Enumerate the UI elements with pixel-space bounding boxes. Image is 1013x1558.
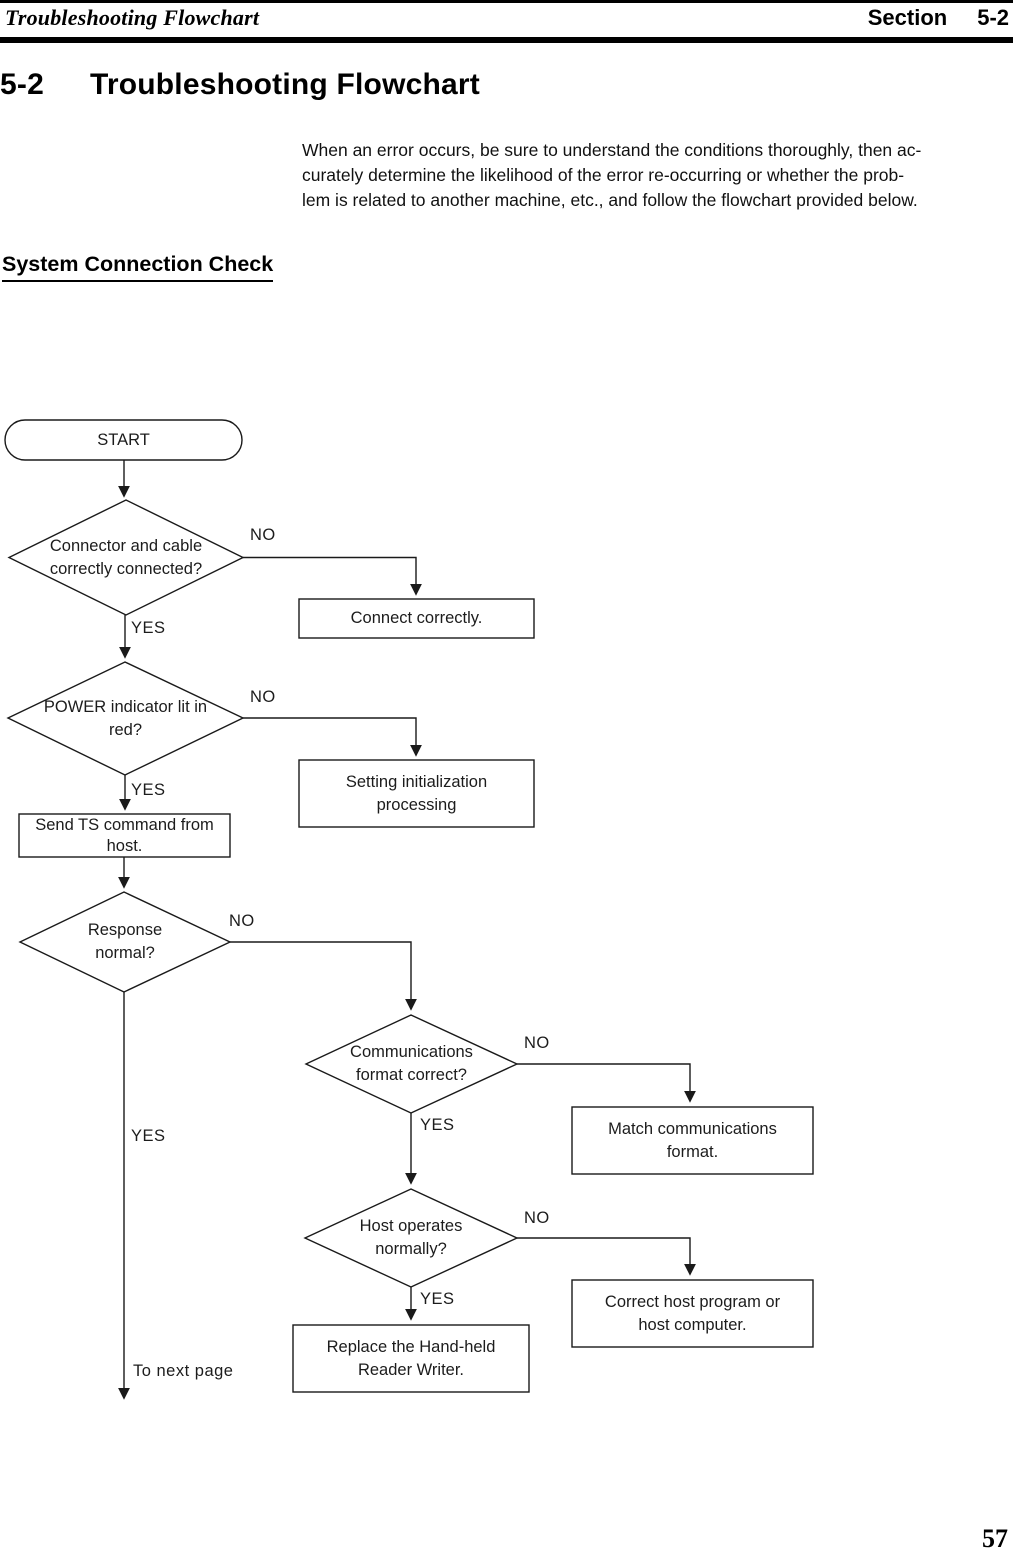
- branch-label-no-5: NO: [524, 1209, 550, 1227]
- decision-comm-line-1: Communications: [350, 1043, 473, 1061]
- flowchart-shapes: [4, 419, 814, 1400]
- decision-host-line-1: Host operates: [359, 1217, 463, 1235]
- running-header-section: Section 5-2: [868, 5, 1009, 31]
- branch-label-yes-5: YES: [420, 1290, 455, 1308]
- decision-power-line-1: POWER indicator lit in: [43, 697, 208, 716]
- page-title-text: Troubleshooting Flowchart: [89, 68, 480, 101]
- connector-d1-no-to-connect: [243, 556, 422, 596]
- section-label: Section: [867, 5, 948, 30]
- decision-power-line-2: red?: [108, 720, 143, 739]
- process-replace-line-2: Reader Writer.: [357, 1360, 465, 1379]
- process-match-line-1: Match communications: [608, 1119, 777, 1138]
- decision-connector-line-1: Connector and cable: [49, 536, 203, 555]
- page-number: 57: [982, 1524, 1008, 1553]
- connector-d5-no-to-correct-host: [517, 1237, 696, 1276]
- page-title: 5-2 Troubleshooting Flowchart: [0, 68, 480, 102]
- process-correct-host-line-2: host computer.: [638, 1315, 747, 1334]
- start-node-label: START: [97, 430, 150, 449]
- decision-comm-line-2: format correct?: [356, 1066, 467, 1084]
- intro-paragraph: When an error occurs, be sure to underst…: [302, 138, 1013, 213]
- branch-label-yes-1: YES: [131, 619, 166, 637]
- decision-connector-shape: [7, 499, 245, 616]
- connector-d2-no-to-setting: [243, 717, 422, 757]
- decision-host-operates: Host operates normally?: [305, 1189, 517, 1287]
- branch-label-no-2: NO: [250, 688, 276, 706]
- branch-label-no-4: NO: [524, 1034, 550, 1052]
- process-replace-shape: [292, 1324, 530, 1393]
- header-rule: [0, 37, 1013, 43]
- section-number: 5-2: [977, 5, 1009, 30]
- process-connect-correctly: Connect correctly.: [299, 599, 534, 638]
- decision-connector-line-2: correctly connected?: [49, 559, 203, 578]
- process-setting-shape: [298, 759, 535, 828]
- branch-label-yes-2: YES: [131, 781, 166, 799]
- process-correct-host-shape: [571, 1279, 814, 1348]
- decision-response-line-2: normal?: [95, 944, 155, 962]
- process-match-line-2: format.: [666, 1142, 719, 1161]
- process-replace-line-1: Replace the Hand-held: [326, 1337, 496, 1356]
- process-setting-line-1: Setting initialization: [345, 772, 488, 791]
- connector-d4-no-to-match: [517, 1063, 696, 1103]
- decision-power-indicator: POWER indicator lit in red?: [8, 662, 243, 775]
- process-match-format-shape: [571, 1106, 814, 1175]
- process-connect-line-1: Connect correctly.: [350, 609, 483, 627]
- start-node: START: [5, 420, 242, 460]
- process-send-ts-line-2: host.: [106, 836, 143, 855]
- process-replace-reader-writer: Replace the Hand-held Reader Writer.: [293, 1325, 529, 1392]
- page-title-number: 5-2: [0, 68, 44, 101]
- process-setting-initialization: Setting initialization processing: [299, 760, 534, 827]
- process-setting-line-2: processing: [376, 795, 457, 814]
- process-send-ts-command: Send TS command from host.: [19, 814, 230, 857]
- decision-communications-format: Communications format correct?: [306, 1015, 517, 1113]
- process-match-communications: Match communications format.: [572, 1107, 813, 1174]
- subheading-system-connection-check: System Connection Check: [2, 252, 274, 282]
- intro-line-1: When an error occurs, be sure to underst…: [302, 140, 922, 160]
- branch-label-no-1: NO: [250, 526, 276, 544]
- branch-label-yes-3: YES: [131, 1127, 166, 1145]
- decision-response-normal: Response normal?: [20, 892, 230, 992]
- process-connect-shape: [298, 598, 535, 639]
- to-next-page-label: To next page: [133, 1362, 234, 1380]
- branch-label-yes-4: YES: [420, 1116, 455, 1134]
- decision-response-line-1: Response: [87, 921, 163, 939]
- flowchart: START Connector and cable correctly conn…: [0, 400, 1013, 1460]
- branch-label-no-3: NO: [229, 912, 255, 930]
- process-correct-host-line-1: Correct host program or: [604, 1292, 781, 1311]
- process-send-ts-line-1: Send TS command from: [35, 815, 214, 834]
- top-border-rule: [0, 0, 1013, 3]
- process-correct-host-program: Correct host program or host computer.: [572, 1280, 813, 1347]
- decision-connector-cable: Connector and cable correctly connected?: [9, 500, 243, 615]
- decision-host-line-2: normally?: [375, 1240, 447, 1258]
- connector-d3-no-to-d4: [230, 941, 417, 1011]
- running-header-title: Troubleshooting Flowchart: [5, 5, 260, 30]
- intro-line-3: lem is related to another machine, etc.,…: [302, 190, 918, 210]
- intro-line-2: curately determine the likelihood of the…: [302, 165, 905, 185]
